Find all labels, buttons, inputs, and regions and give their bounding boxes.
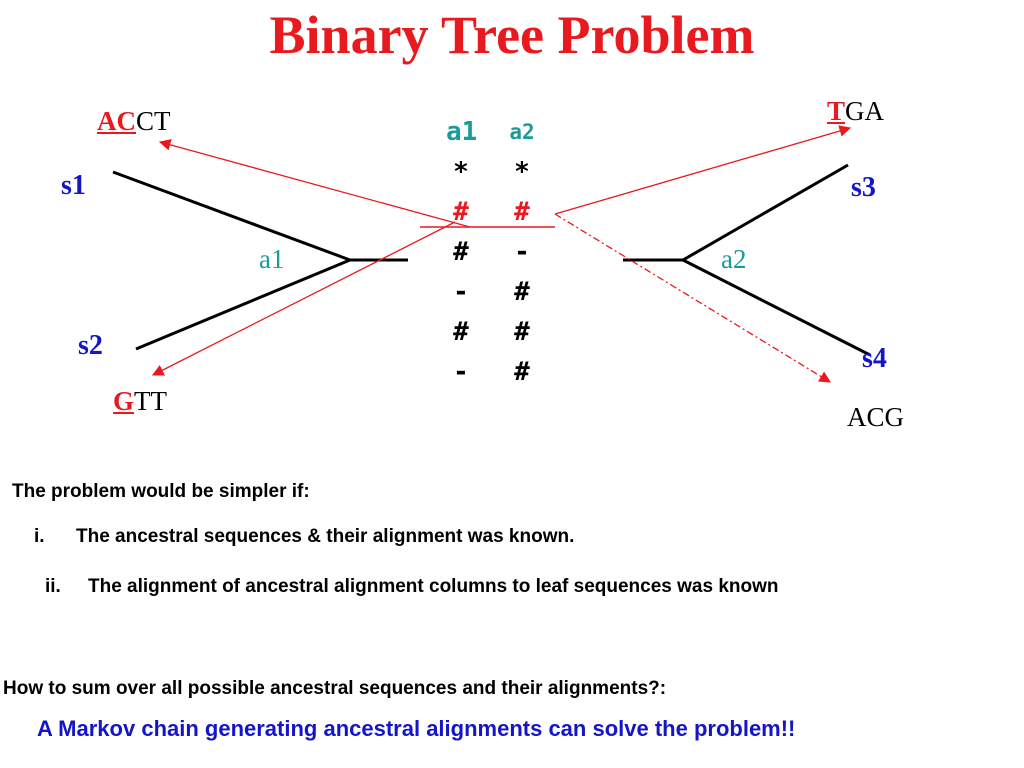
leaf-label-s1: s1	[61, 170, 86, 201]
seq-s2-rest: TT	[134, 386, 168, 416]
seq-s1: ACCT	[97, 106, 171, 137]
list-item-1-text: The ancestral sequences & their alignmen…	[76, 526, 575, 547]
ancestor-label-a1: a1	[259, 244, 285, 274]
seq-s3-rest: GA	[845, 96, 885, 126]
edge-s4-a2	[682, 258, 871, 357]
alignment-cell: #	[514, 317, 530, 347]
arrow-to-s2	[151, 221, 456, 376]
alignment-cell: #	[514, 357, 530, 387]
seq-s2: GTT	[113, 386, 167, 417]
seq-s3-highlight: T	[827, 96, 846, 126]
list-item-2-text: The alignment of ancestral alignment col…	[88, 576, 779, 597]
list-item-2-number: ii.	[45, 576, 61, 597]
arrow-to-s3	[554, 125, 852, 215]
seq-s1-rest: CT	[136, 106, 171, 136]
alignment-header-a1: a1	[446, 117, 478, 147]
alignment-column-a1: a1 * # # - # -	[446, 112, 478, 392]
seq-s3: TGA	[827, 96, 884, 127]
leaf-label-s2: s2	[78, 330, 103, 361]
arrow-to-s4-dashed	[554, 213, 831, 383]
alignment-column-a2: a2 * # - # # #	[507, 112, 537, 392]
edge-s3-a2	[682, 163, 849, 262]
edge-s2-a1	[135, 258, 351, 351]
alignment-cell: #	[514, 277, 530, 307]
alignment-cell: #	[453, 317, 469, 347]
leaf-label-s3: s3	[851, 172, 876, 203]
leaf-label-s4: s4	[862, 343, 887, 374]
answer-text: A Markov chain generating ancestral alig…	[37, 716, 796, 741]
seq-s4: ACG	[847, 402, 905, 432]
intro-text: The problem would be simpler if:	[12, 481, 310, 502]
list-item-1-number: i.	[34, 526, 45, 547]
slide-title: Binary Tree Problem	[269, 5, 755, 65]
alignment-cell-highlight: #	[514, 197, 530, 227]
edge-s1-a1	[112, 170, 351, 262]
ancestor-label-a2: a2	[721, 244, 747, 274]
question-text: How to sum over all possible ancestral s…	[3, 678, 667, 699]
alignment-cell: -	[453, 357, 469, 387]
alignment-cell: *	[514, 157, 530, 187]
seq-s1-highlight: AC	[97, 106, 136, 136]
alignment-cell: -	[514, 237, 530, 267]
alignment-cell: -	[453, 277, 469, 307]
arrow-to-s1	[158, 139, 471, 228]
alignment-cell-highlight: #	[453, 197, 469, 227]
alignment-cell: #	[453, 237, 469, 267]
seq-s2-highlight: G	[113, 386, 135, 416]
alignment-cell: *	[453, 157, 469, 187]
alignment-header-a2: a2	[509, 120, 535, 144]
